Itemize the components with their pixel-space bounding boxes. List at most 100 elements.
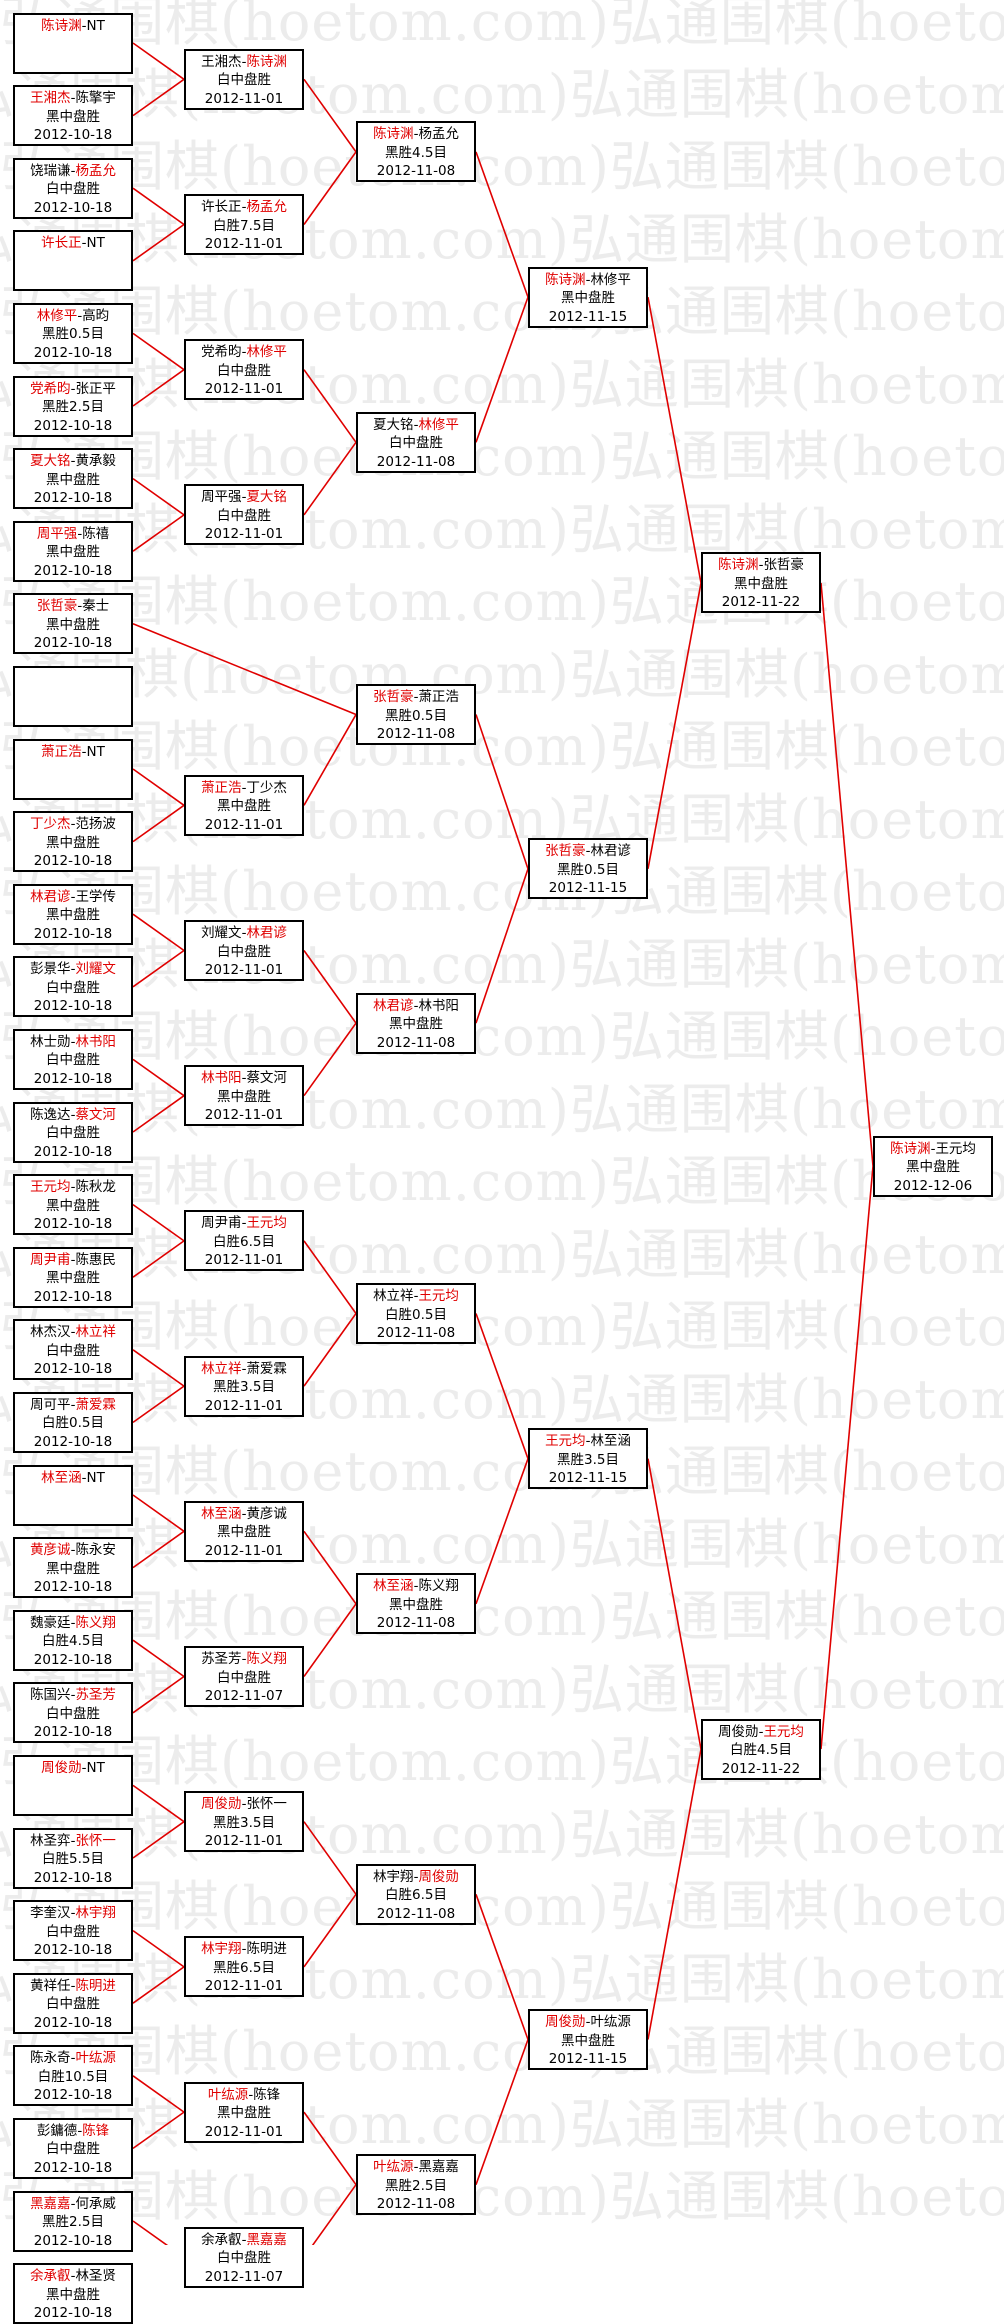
match-date: 2012-11-22 (721, 594, 801, 611)
match-result: 白中盘胜 (46, 1125, 100, 1141)
match-players: 林书阳-蔡文河 (201, 1070, 287, 1087)
player-black: 陈诗渊 (373, 126, 414, 143)
match-date: 2012-11-08 (376, 1034, 456, 1051)
bracket-line (303, 950, 357, 1024)
bracket-line (303, 1530, 357, 1605)
bracket-line (475, 1458, 529, 1605)
match-date: 2012-10-18 (33, 1433, 113, 1450)
player-black: 张哲豪 (373, 689, 414, 706)
player-black: 林至涵 (201, 1505, 242, 1522)
match-players: 周尹甫-王元均 (201, 1215, 287, 1232)
player-white: 林书阳 (75, 1033, 116, 1050)
bracket-line (303, 441, 357, 516)
match-date: 2012-11-08 (376, 453, 456, 470)
player-white: 王元均 (418, 1288, 459, 1304)
match-players: 彭景华-刘耀文 (30, 961, 116, 978)
player-white: 苏圣芳 (75, 1687, 116, 1704)
player-white: 萧爱霖 (246, 1360, 287, 1377)
bracket-line (820, 1165, 874, 1750)
player-black: 李奎汉 (30, 1905, 71, 1922)
player-white: 夏大铭 (246, 489, 287, 506)
match-players: 黄祥任-陈明进 (30, 1977, 116, 1994)
match-result: 白中盘胜 (389, 435, 443, 452)
match-players: 张哲豪-林君谚 (545, 843, 631, 860)
match-players: 林至涵-陈义翔 (373, 1578, 459, 1595)
match-date: 2012-10-18 (33, 1361, 113, 1378)
match-box: 林至涵-NT (13, 1464, 133, 1526)
match-result: 黑中盘胜 (906, 1159, 960, 1176)
match-date: 2012-10-18 (33, 1143, 113, 1160)
match-players: 丁少杰-范扬波 (30, 816, 116, 833)
player-white: 张正平 (75, 380, 116, 397)
match-players: 林至涵-黄彦诚 (201, 1505, 287, 1522)
player-black: 林士勋 (30, 1033, 71, 1050)
match-date: 2012-10-18 (33, 853, 113, 870)
match-date: 2012-10-18 (33, 925, 113, 942)
match-players: 夏大铭-黄承毅 (30, 453, 116, 470)
player-white: 何承威 (75, 2195, 116, 2212)
player-black: 萧正浩 (201, 779, 242, 796)
bracket-line (132, 1821, 185, 1859)
player-black: 周俊勋 (718, 1723, 759, 1740)
match-result: 黑胜2.5目 (42, 399, 104, 415)
match-result: 黑中盘胜 (46, 907, 100, 924)
match-date: 2012-10-18 (33, 127, 113, 144)
match-date: 2012-10-18 (33, 2014, 113, 2031)
match-date: 2012-10-18 (33, 1579, 113, 1596)
player-white: 萧爱霖 (75, 1396, 116, 1413)
player-white: 陈惠民 (75, 1251, 116, 1268)
bracket-line (303, 78, 357, 153)
match-result: 白中盘胜 (217, 72, 271, 89)
player-black: 陈逸达 (30, 1106, 71, 1123)
player-black: 张哲豪 (36, 598, 78, 615)
match-players: 许长正-NT (41, 235, 105, 252)
player-white: 林书阳 (418, 997, 459, 1014)
match-players: 苏圣芳-陈义翔 (201, 1651, 287, 1667)
player-white: 林立祥 (75, 1324, 116, 1341)
bracket-line (475, 296, 529, 443)
player-black: 王湘杰 (30, 90, 71, 107)
player-white: 陈义翔 (246, 1651, 287, 1667)
bracket-line (132, 477, 185, 516)
match-date: 2012-10-18 (33, 2087, 113, 2104)
bracket-line (132, 514, 185, 552)
match-result: 白中盘胜 (217, 943, 271, 960)
match-players: 张哲豪-秦士 (36, 598, 110, 615)
bracket-line (475, 1313, 529, 1459)
match-players: 陈诗渊-杨孟允 (373, 126, 459, 143)
match-date: 2012-11-01 (204, 90, 284, 107)
match-date: 2012-11-07 (204, 2268, 284, 2285)
bracket-line (132, 78, 185, 117)
match-players: 林杰汉-林立祥 (30, 1324, 116, 1341)
match-date: 2012-10-18 (33, 1288, 113, 1305)
bracket-line (132, 913, 185, 952)
player-white: 范扬波 (75, 816, 116, 833)
match-result: 黑中盘胜 (217, 1524, 271, 1541)
player-white: 蔡文河 (246, 1070, 287, 1087)
player-black: 陈诗渊 (545, 271, 586, 288)
player-black: 刘耀文 (201, 925, 242, 941)
bracket-line (303, 1603, 357, 1677)
match-result: 黑中盘胜 (217, 1088, 271, 1105)
match-date: 2012-10-18 (33, 2232, 113, 2249)
match-result: 黑中盘胜 (389, 1016, 443, 1033)
bracket-line (475, 714, 529, 870)
match-players: 林立祥-萧爱霖 (201, 1360, 287, 1377)
match-result: 白中盘胜 (217, 2250, 271, 2267)
player-black: 党希昀 (201, 344, 242, 361)
bracket-line (647, 1458, 702, 1750)
